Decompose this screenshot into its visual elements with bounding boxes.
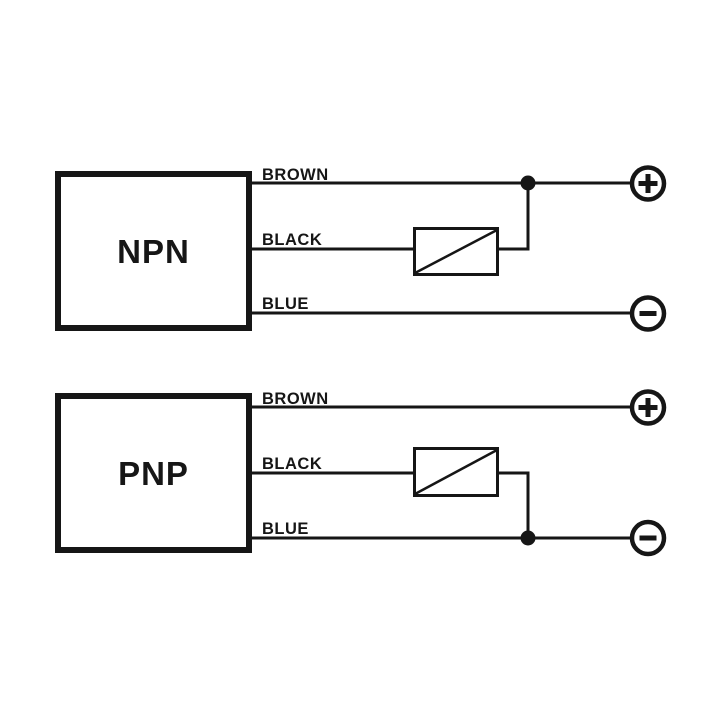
npn-blue-wire-label: BLUE: [262, 295, 309, 313]
plus-icon: [638, 398, 658, 417]
npn-negative-terminal: [629, 295, 667, 332]
pnp-sensor-box: [55, 393, 252, 553]
npn-black-wire-label: BLACK: [262, 231, 322, 249]
pnp-circuit: PNP BROWN BLACK BLUE: [55, 389, 667, 557]
pnp-box-label: PNP: [118, 455, 189, 492]
pnp-negative-terminal: [629, 519, 667, 557]
pnp-black-wire-label: BLACK: [262, 455, 322, 473]
pnp-brown-wire-label: BROWN: [262, 390, 329, 408]
npn-positive-terminal: [629, 165, 667, 202]
npn-load-diagonal: [414, 228, 498, 275]
npn-junction-dot: [520, 175, 536, 191]
plus-icon: [638, 174, 658, 193]
npn-circuit: NPN BROWN BLACK BLUE: [55, 165, 667, 332]
npn-box-label: NPN: [117, 233, 190, 270]
pnp-load-diagonal: [414, 448, 498, 496]
npn-sensor-box: [55, 171, 252, 331]
pnp-positive-terminal: [629, 389, 667, 426]
pnp-blue-wire-label: BLUE: [262, 520, 309, 538]
npn-brown-wire-label: BROWN: [262, 166, 329, 184]
